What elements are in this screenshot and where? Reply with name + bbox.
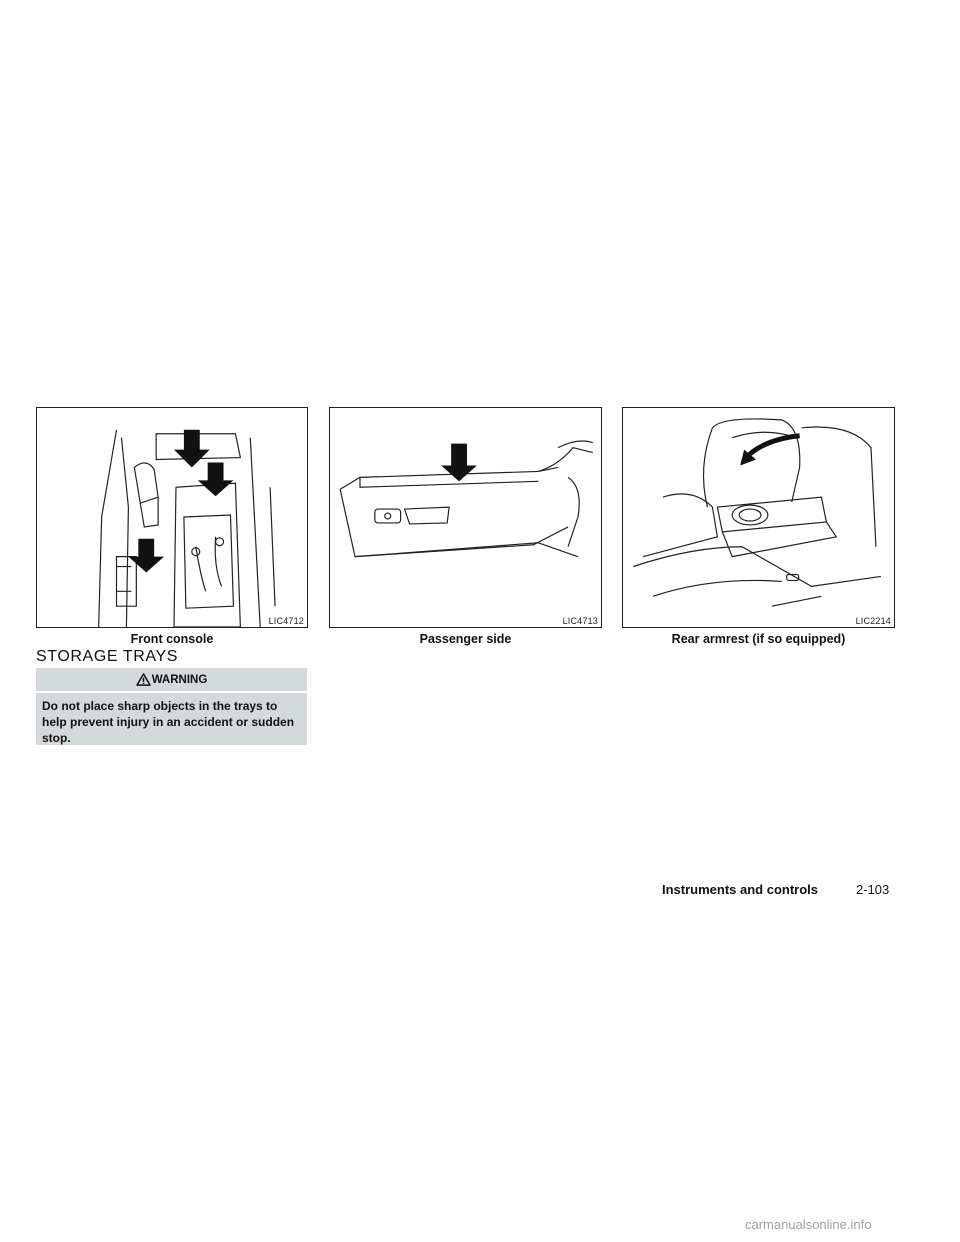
warning-triangle-icon [135, 673, 151, 686]
section-title: STORAGE TRAYS [36, 648, 179, 665]
watermark: carmanualsonline.info [745, 1217, 872, 1232]
figure-front-console: LIC4712 [36, 407, 308, 628]
rear-armrest-illustration [632, 418, 881, 607]
figure-caption: Rear armrest (if so equipped) [671, 632, 846, 646]
figure-caption: Passenger side [419, 632, 512, 646]
front-console-illustration [98, 429, 276, 627]
figure-code: LIC4713 [562, 616, 598, 626]
warning-text: Do not place sharp objects in the trays … [36, 693, 307, 745]
footer-section-title: Instruments and controls [662, 882, 819, 897]
page-number: 2-103 [856, 882, 890, 897]
figure-rear-armrest: LIC2214 [622, 407, 895, 628]
figure-passenger-side: LIC4713 [329, 407, 602, 628]
figure-code: LIC4712 [268, 616, 304, 626]
passenger-side-illustration [339, 440, 594, 558]
figure-caption: Front console [130, 632, 214, 646]
figure-code: LIC2214 [855, 616, 891, 626]
warning-header: WARNING [36, 668, 307, 691]
warning-label: WARNING [151, 673, 208, 686]
